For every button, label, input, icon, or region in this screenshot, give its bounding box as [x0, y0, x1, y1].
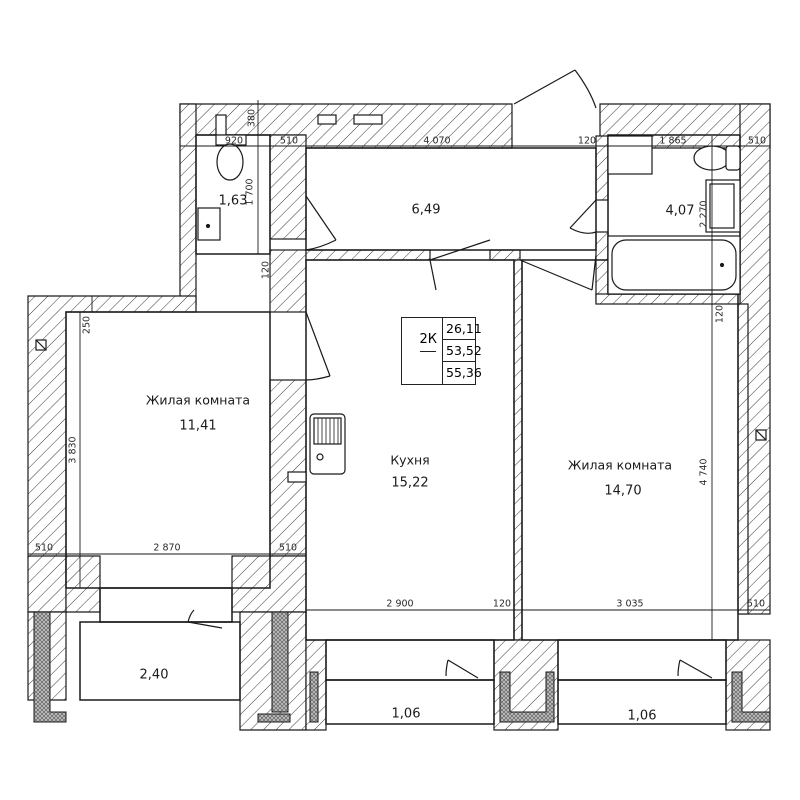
dim-label: 120 — [260, 260, 272, 280]
dim-label: 250 — [81, 315, 93, 335]
dim-label: 4 070 — [423, 135, 451, 147]
room-area-label: 6,49 — [411, 202, 441, 218]
room-area-label: 11,41 — [179, 418, 217, 434]
room-area-label: 14,70 — [604, 483, 642, 499]
dim-label: 510 — [747, 135, 767, 147]
dim-label: 2 870 — [153, 542, 181, 554]
type-underline — [420, 351, 436, 352]
room-area-label: 1,06 — [391, 706, 421, 722]
room-area-label: 2,40 — [139, 667, 169, 683]
fixtures — [35, 114, 767, 483]
dim-label: 510 — [34, 542, 54, 554]
dim-label: 120 — [492, 598, 512, 610]
dim-label: 510 — [746, 598, 766, 610]
exterior-walls — [27, 103, 771, 731]
room-area-label: 15,22 — [391, 475, 429, 491]
dim-label: 3 035 — [616, 598, 644, 610]
dimension-lines — [28, 100, 770, 640]
living-area-value: 26,11 — [443, 318, 482, 340]
room-name-label: Кухня — [390, 452, 430, 468]
room-area-label: 1,06 — [627, 708, 657, 724]
dim-label: 1 865 — [659, 135, 687, 147]
apartment-type: 2К — [419, 332, 437, 347]
total-area-value: 53,52 — [443, 340, 482, 362]
insulation — [33, 611, 771, 723]
dim-label: 510 — [279, 135, 299, 147]
dim-label: 380 — [246, 108, 258, 128]
room-name-label: Жилая комната — [567, 457, 673, 473]
dim-label: 2 900 — [386, 598, 414, 610]
dim-label: 4 740 — [698, 458, 710, 486]
dim-label: 1 700 — [244, 178, 256, 206]
dim-label: 920 — [224, 135, 244, 147]
apartment-summary-table: 2К 26,11 53,52 55,36 — [401, 317, 482, 385]
dim-label: 120 — [714, 304, 726, 324]
room-area-label: 4,07 — [665, 203, 695, 219]
dim-label: 3 830 — [67, 436, 79, 464]
dim-label: 510 — [278, 542, 298, 554]
room-outlines — [65, 134, 741, 725]
total-area-with-balconies-value: 55,36 — [446, 365, 482, 380]
doors — [187, 69, 713, 679]
room-name-label: Жилая комната — [145, 392, 251, 408]
dim-label: 2 270 — [698, 200, 710, 228]
room-area-label: 1,63 — [218, 193, 248, 209]
dim-label: 120 — [577, 135, 597, 147]
apartment-type-cell: 2К — [402, 318, 443, 384]
